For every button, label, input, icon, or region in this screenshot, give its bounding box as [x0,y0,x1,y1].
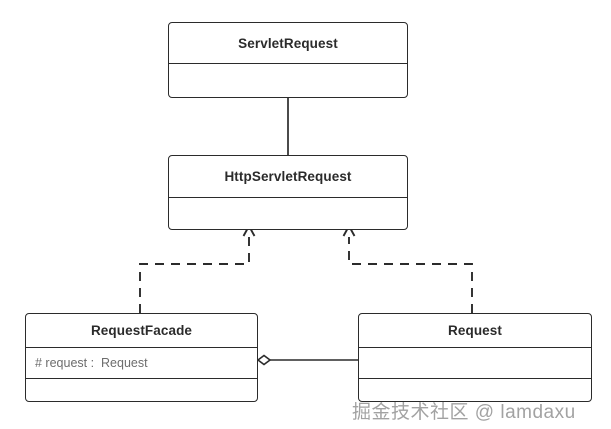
class-name-request: Request [448,323,502,338]
class-attributes-compartment: # request : Request [26,347,257,378]
class-box-http-servlet-request[interactable]: HttpServletRequest [168,155,408,230]
realization-dashed-path [139,237,250,313]
class-box-request[interactable]: Request [358,313,592,402]
class-name-request-facade: RequestFacade [90,323,193,338]
hollow-diamond-arrowhead [256,354,272,366]
class-attributes-compartment [359,347,591,378]
class-operations-compartment [26,378,257,401]
class-name-http-servlet-request: HttpServletRequest [224,169,352,184]
realization-request-to-http [342,224,473,313]
class-attributes-compartment [169,63,407,97]
class-attributes-compartment [169,197,407,229]
realization-dashed-path [348,237,473,313]
class-operations-compartment [359,378,591,401]
attribute-request: # request : Request [35,356,148,370]
class-box-request-facade[interactable]: RequestFacade # request : Request [25,313,258,402]
realization-facade-to-http [139,224,256,313]
class-box-servlet-request[interactable]: ServletRequest [168,22,408,98]
aggregation-facade-request [256,354,358,366]
class-name-servlet-request: ServletRequest [238,35,338,51]
